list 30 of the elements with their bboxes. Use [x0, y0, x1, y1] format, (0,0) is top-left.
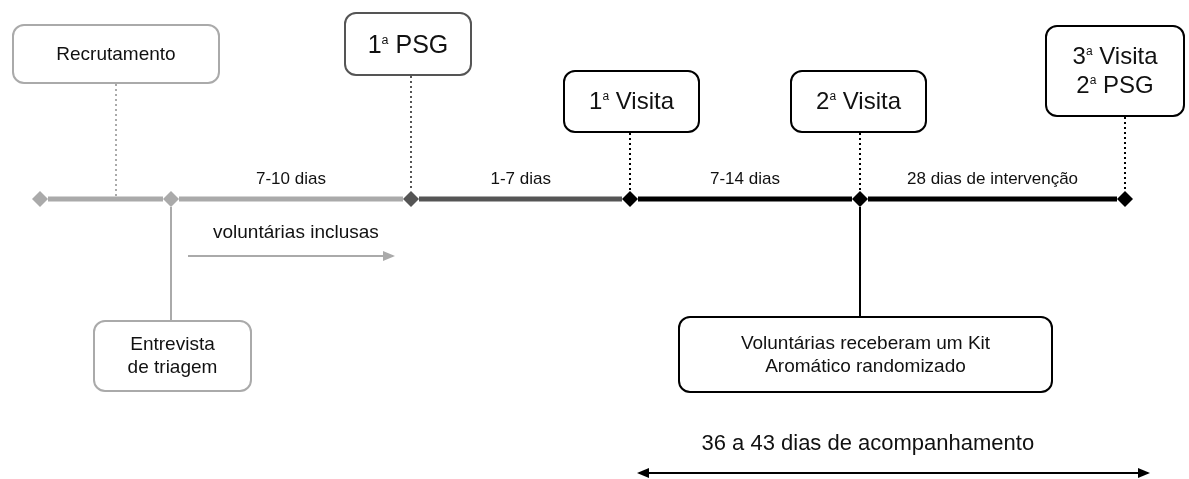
- dotted-connector: [859, 132, 861, 192]
- event-box: 1$^{a}$ Visita: [563, 70, 700, 133]
- timeline-segment: [419, 196, 622, 202]
- dotted-connector: [1124, 116, 1126, 192]
- timeline-segment: [868, 196, 1117, 202]
- event-box: Voluntárias receberam um Kit Aromático randomizado: [678, 316, 1053, 393]
- note-text: voluntárias inclusas: [213, 221, 379, 243]
- event-box: Entrevista de triagem: [93, 320, 252, 392]
- timeline-diamond: [622, 191, 638, 207]
- connector-line: [859, 206, 861, 317]
- timeline-diamond: [403, 191, 419, 207]
- event-box: 2$^{a}$ Visita: [790, 70, 927, 133]
- duration-label: 7-14 dias: [710, 169, 780, 189]
- timeline-diamond: [32, 191, 48, 207]
- span-label: 36 a 43 dias de acompanhamento: [701, 430, 1035, 456]
- dotted-connector: [115, 83, 117, 197]
- duration-label: 7-10 dias: [256, 169, 326, 189]
- connector-line: [170, 206, 172, 321]
- duration-label: 1-7 dias: [490, 169, 551, 189]
- timeline-diamond: [852, 191, 868, 207]
- timeline-segment: [48, 196, 163, 202]
- event-box: Recrutamento: [12, 24, 220, 84]
- dotted-connector: [629, 132, 631, 192]
- timeline-segment: [179, 196, 403, 202]
- event-box: 1$^{a}$ PSG: [344, 12, 472, 76]
- timeline-diamond: [1117, 191, 1133, 207]
- timeline-diamond: [163, 191, 179, 207]
- timeline-segment: [638, 196, 852, 202]
- duration-label: 28 dias de intervenção: [907, 169, 1079, 189]
- event-box: 3$^{a}$ Visita 2$^{a}$ PSG: [1045, 25, 1185, 117]
